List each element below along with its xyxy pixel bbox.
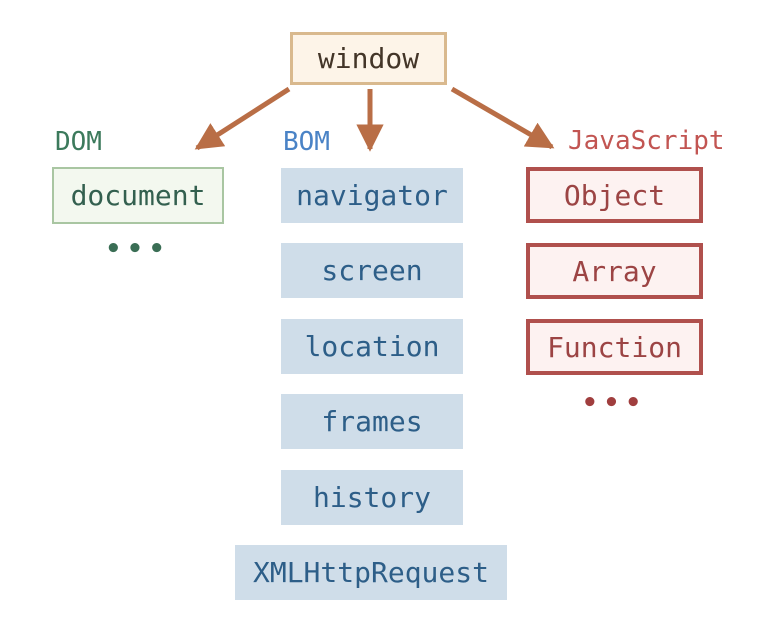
- array-node: Array: [526, 243, 703, 299]
- document-node: document: [52, 167, 224, 224]
- dom-ellipsis: •••: [105, 234, 171, 264]
- screen-node: screen: [281, 243, 463, 298]
- dom-column-label: DOM: [55, 127, 102, 157]
- location-node: location: [281, 319, 463, 374]
- xmlhttprequest-node: XMLHttpRequest: [235, 545, 507, 600]
- arrow-window-to-javascript: [450, 86, 555, 150]
- history-node: history: [281, 470, 463, 525]
- object-node: Object: [526, 167, 703, 223]
- arrow-window-to-dom: [194, 86, 291, 151]
- navigator-node: navigator: [281, 168, 463, 223]
- window-node: window: [290, 32, 447, 85]
- function-node: Function: [526, 319, 703, 375]
- javascript-column-label: JavaScript: [568, 126, 725, 156]
- javascript-ellipsis: •••: [582, 388, 647, 418]
- frames-node: frames: [281, 394, 463, 449]
- bom-column-label: BOM: [283, 127, 330, 157]
